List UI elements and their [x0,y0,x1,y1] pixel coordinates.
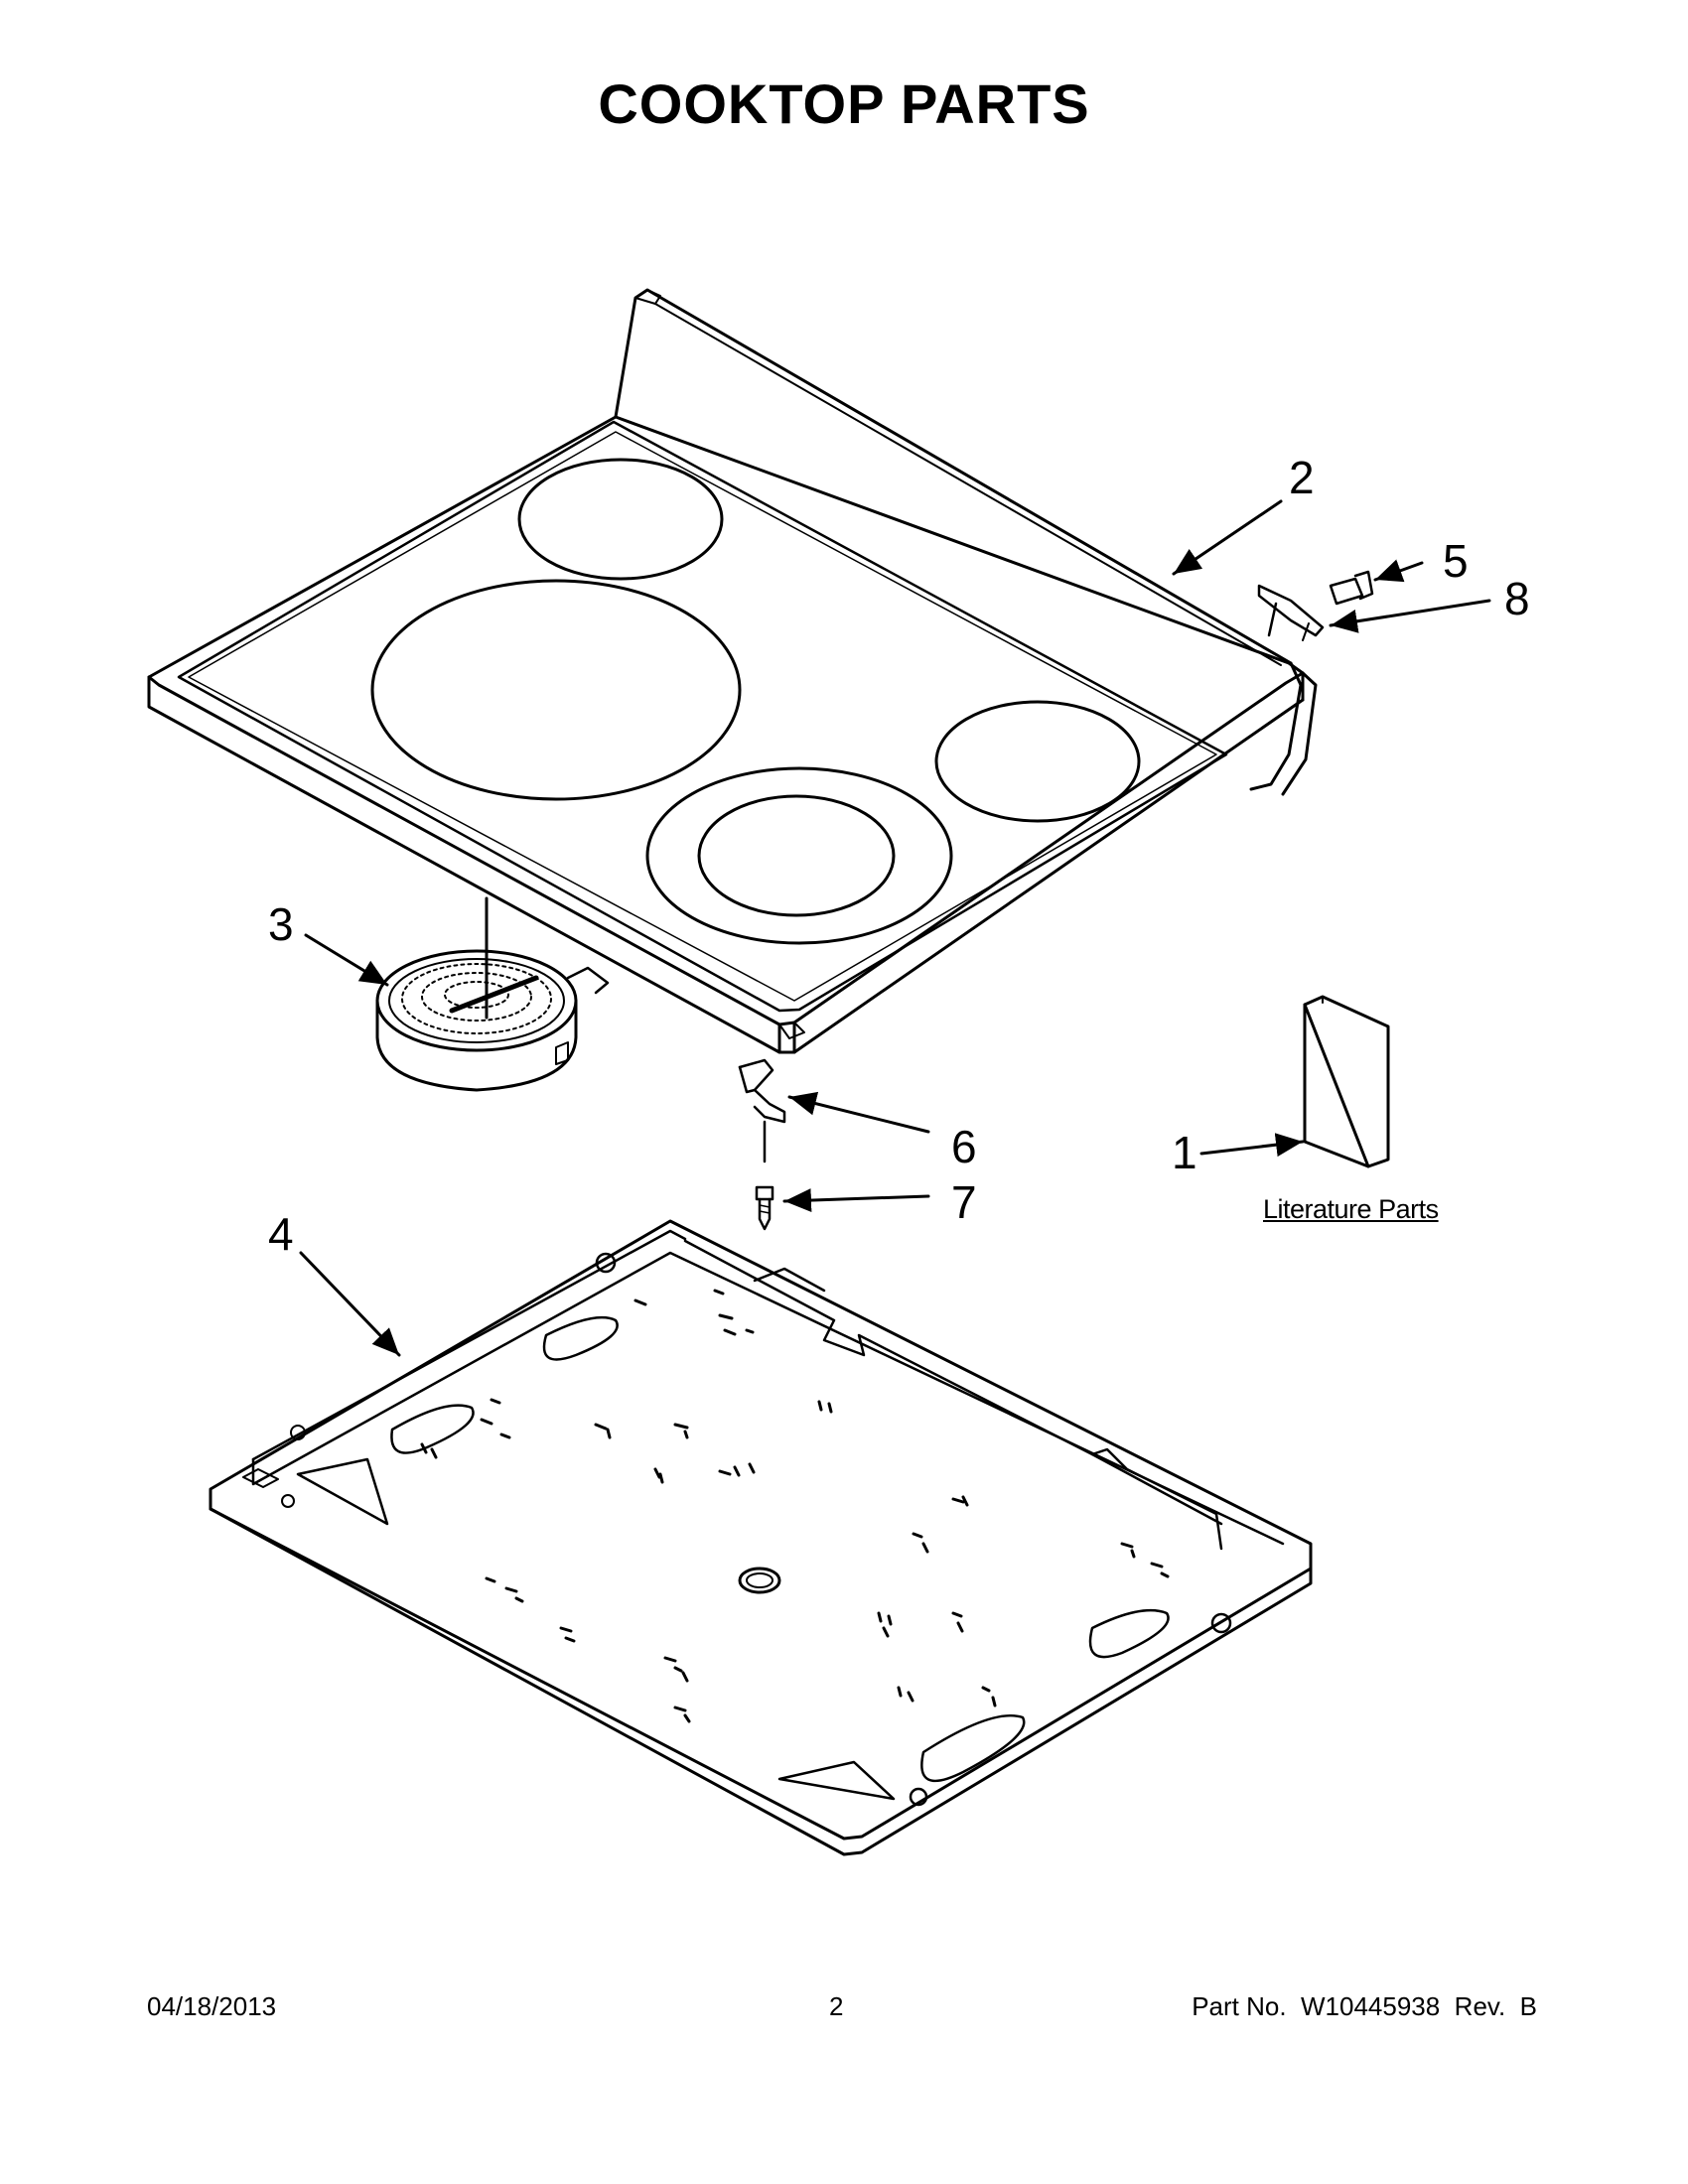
surface-element-part-3 [375,896,610,1092]
leader-8 [1329,599,1491,633]
callout-7: 7 [951,1176,977,1228]
leader-3 [304,933,389,987]
burner-back-left [517,458,724,581]
burner-back-right [934,700,1141,823]
cooktop-outline [147,415,1305,1026]
callout-3: 3 [268,898,294,950]
screw-part-5 [1329,570,1374,606]
callout-leaders [299,499,1491,1357]
cooktop-glass-border [177,420,1228,1013]
leader-7 [782,1188,930,1213]
burner-front-left [370,579,742,801]
leader-5 [1373,559,1424,583]
leader-1 [1199,1133,1305,1158]
leader-6 [787,1091,930,1134]
bracket-part-6 [738,1058,786,1163]
footer-page-number: 2 [829,1991,844,2021]
callout-5: 5 [1443,535,1469,587]
screw-part-7 [755,1185,774,1231]
leader-4 [299,1251,401,1357]
burner-front-right-outer [645,766,953,945]
burner-front-right-inner [697,794,896,917]
callout-2: 2 [1289,452,1315,503]
page-title: COOKTOP PARTS [598,72,1090,135]
support-pan-part-4 [209,1219,1313,1856]
callout-1: 1 [1172,1127,1197,1178]
leader-2 [1172,499,1283,576]
callout-6: 6 [951,1121,977,1172]
callout-8: 8 [1504,573,1530,624]
cooktop-part-2 [147,288,1318,1054]
callout-4: 4 [268,1208,294,1260]
footer-part-number: Part No. W10445938 Rev. B [1192,1991,1537,2021]
literature-part-1 [1303,995,1390,1168]
literature-parts-label: Literature Parts [1263,1194,1439,1224]
support-pan-outline [209,1219,1313,1841]
clip-part-8 [1257,584,1325,641]
footer-date: 04/18/2013 [147,1991,277,2021]
